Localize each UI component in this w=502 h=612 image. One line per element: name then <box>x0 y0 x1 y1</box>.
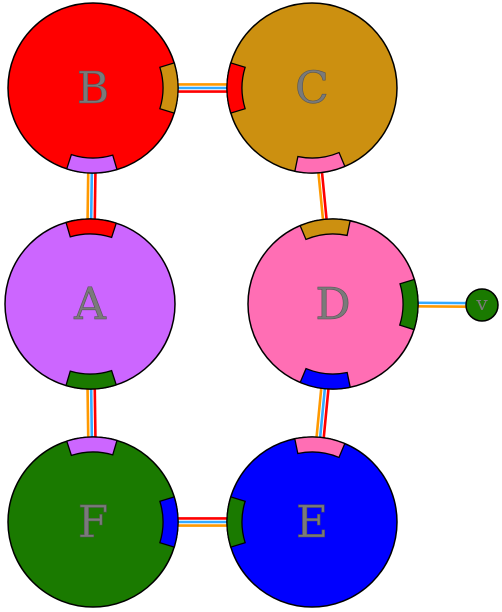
edge-strand <box>314 384 323 442</box>
port-c-to-b <box>226 62 246 114</box>
port-f-to-a <box>65 436 118 457</box>
edge-strand <box>89 168 94 224</box>
labels-layer: B C A D F E v <box>73 63 489 549</box>
node-label-f: F <box>78 497 109 548</box>
port-d-to-v <box>398 278 419 331</box>
port-d-to-e <box>299 367 351 390</box>
port-d-to-c <box>299 218 351 241</box>
ports-layer <box>65 62 419 548</box>
edge-a-f <box>86 384 97 442</box>
node-label-d: D <box>315 279 350 330</box>
edge-strand <box>318 384 327 442</box>
edges-layer <box>86 83 471 527</box>
edge-strand <box>320 168 329 224</box>
edge-strand <box>322 384 331 442</box>
edge-b-a <box>86 168 97 224</box>
node-label-c: C <box>295 63 329 114</box>
edge-strand <box>93 384 97 441</box>
port-f-to-e <box>159 496 179 548</box>
port-e-to-f <box>226 496 246 548</box>
edge-strand <box>86 385 90 442</box>
port-e-to-d <box>294 436 346 459</box>
node-label-v: v <box>475 291 488 315</box>
nodes-layer <box>4 2 499 608</box>
edge-d-v <box>413 301 471 309</box>
port-a-to-f <box>65 369 118 390</box>
edge-strand <box>316 168 325 224</box>
edge-strand <box>93 169 97 224</box>
edge-b-c <box>174 83 231 93</box>
port-a-to-b <box>65 218 118 239</box>
port-b-to-c <box>159 62 179 114</box>
edge-d-e <box>314 384 331 442</box>
node-label-b: B <box>77 63 109 114</box>
port-c-to-d <box>294 151 346 174</box>
node-v[interactable] <box>465 288 499 322</box>
edge-f-e <box>174 517 231 527</box>
edge-strand <box>86 168 90 223</box>
edge-strand <box>89 384 94 442</box>
node-label-a: A <box>73 279 107 330</box>
edge-c-d <box>316 168 329 224</box>
node-label-e: E <box>296 497 328 548</box>
port-b-to-a <box>65 153 118 174</box>
